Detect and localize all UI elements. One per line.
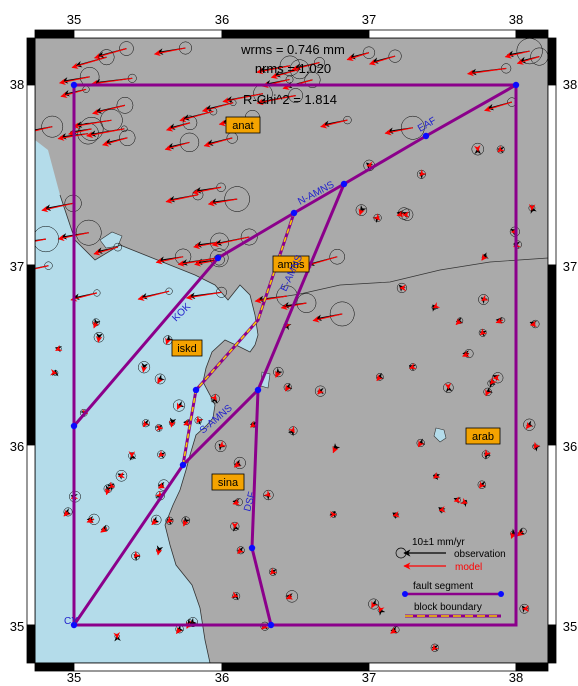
legend-scale: 10±1 mm/yr bbox=[412, 537, 465, 548]
y-tick-right-35: 35 bbox=[563, 619, 577, 634]
x-tick-bottom-36: 36 bbox=[215, 670, 229, 685]
border-line bbox=[261, 257, 548, 301]
block-label-anat: anat bbox=[225, 116, 261, 134]
coastline bbox=[59, 194, 259, 663]
legend-observation: observation bbox=[454, 549, 506, 560]
map-frame bbox=[26, 29, 557, 672]
y-tick-left-38: 38 bbox=[10, 77, 24, 92]
rchi-label: R-Chi^2 = 1.814 bbox=[243, 92, 337, 107]
x-tick-bottom-37: 37 bbox=[362, 670, 376, 685]
y-tick-left-36: 36 bbox=[10, 439, 24, 454]
block-label-amns: amns bbox=[272, 255, 310, 273]
y-tick-right-36: 36 bbox=[563, 439, 577, 454]
sea bbox=[35, 140, 258, 663]
wrms-label: wrms = 0.746 mm bbox=[240, 42, 345, 57]
legend-model: model bbox=[455, 562, 482, 573]
lake-2 bbox=[433, 427, 447, 443]
fault-network bbox=[70, 81, 520, 629]
fault-nodes bbox=[70, 81, 520, 629]
svg-text:iskd: iskd bbox=[177, 343, 197, 355]
legend-block-boundary: block boundary bbox=[414, 602, 482, 613]
x-tick-bottom-38: 38 bbox=[509, 670, 523, 685]
legend-fault-segment: fault segment bbox=[413, 581, 473, 592]
legend: 10±1 mm/yr observation model fault segme… bbox=[395, 537, 506, 618]
block-label-arab: arab bbox=[465, 427, 501, 445]
svg-text:arab: arab bbox=[472, 431, 494, 443]
svg-text:amns: amns bbox=[278, 259, 305, 271]
block-label-sina: sina bbox=[211, 473, 245, 491]
x-tick-top-35: 35 bbox=[67, 12, 81, 27]
x-tick-top-36: 36 bbox=[215, 12, 229, 27]
fault-e-amns bbox=[250, 183, 346, 626]
x-tick-bottom-35: 35 bbox=[67, 670, 81, 685]
x-tick-top-37: 37 bbox=[362, 12, 376, 27]
x-tick-top-38: 38 bbox=[509, 12, 523, 27]
y-tick-left-37: 37 bbox=[10, 259, 24, 274]
fault-label-cy: CY bbox=[64, 616, 78, 627]
fault-label-dsf: DSF bbox=[242, 491, 258, 513]
fault-n-amns bbox=[293, 83, 517, 215]
lake-1 bbox=[99, 231, 123, 249]
block-boundary-outer bbox=[72, 83, 518, 627]
y-tick-left-35: 35 bbox=[10, 619, 24, 634]
block-label-iskd: iskd bbox=[171, 339, 203, 357]
svg-text:anat: anat bbox=[232, 120, 253, 132]
svg-text:sina: sina bbox=[218, 477, 239, 489]
nrms-label: nrms = 1.020 bbox=[255, 61, 331, 76]
y-tick-right-38: 38 bbox=[563, 77, 577, 92]
y-tick-right-37: 37 bbox=[563, 259, 577, 274]
